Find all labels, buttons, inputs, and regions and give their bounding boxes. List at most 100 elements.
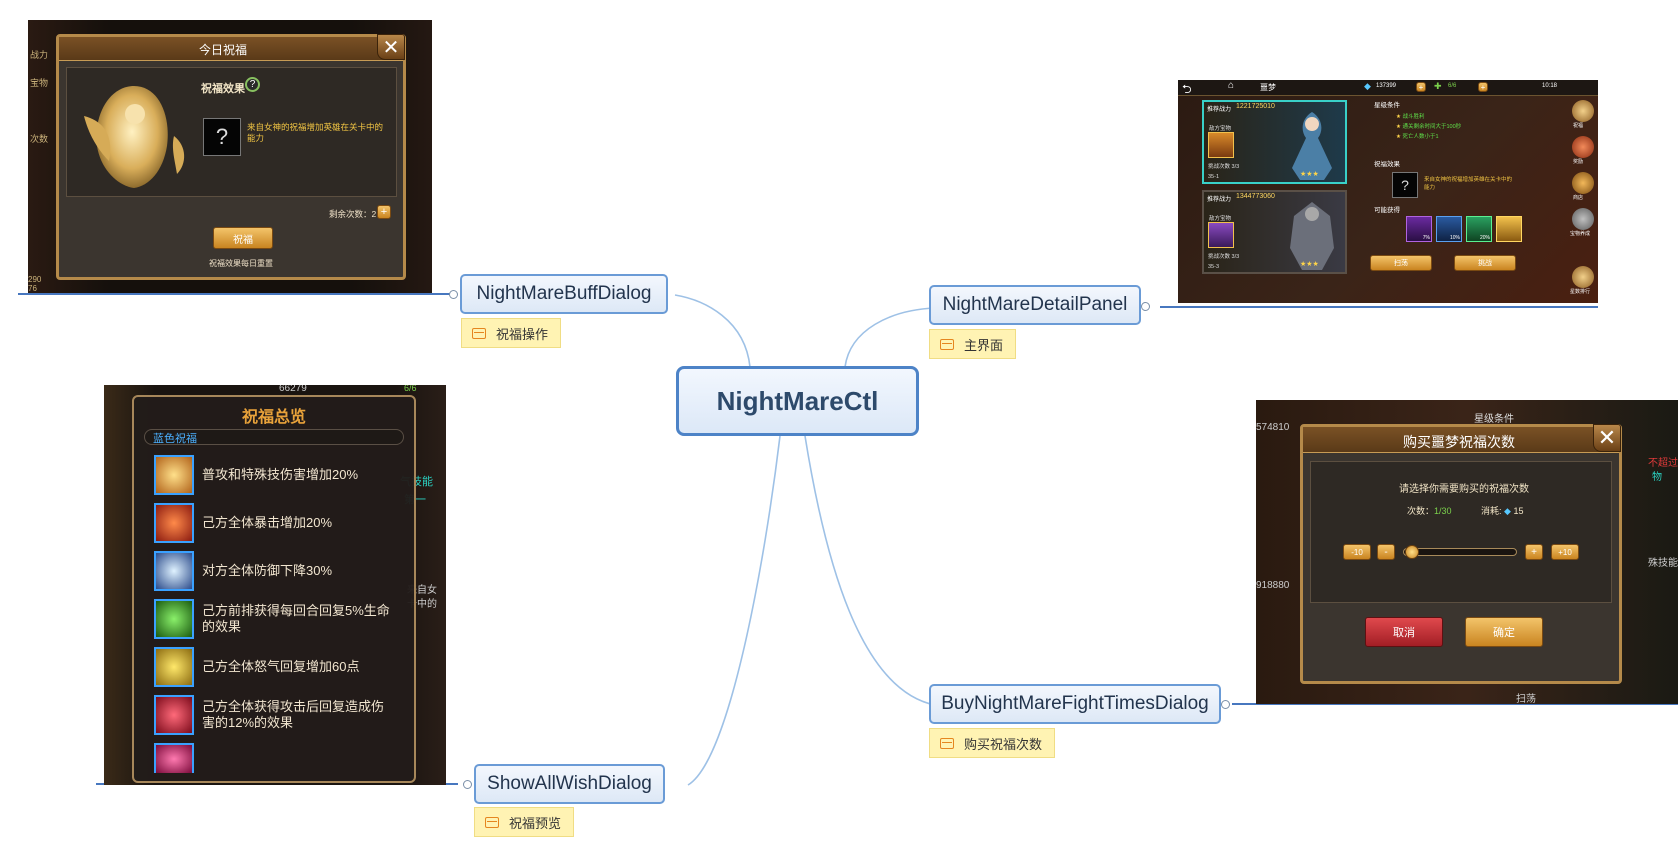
reward-menu-icon[interactable] bbox=[1572, 136, 1594, 158]
star-rating-icon: ★★★ bbox=[1300, 171, 1319, 178]
confirm-button[interactable]: 确定 bbox=[1465, 617, 1543, 647]
rage-buff-icon bbox=[154, 647, 194, 687]
bg-text: 星级条件 bbox=[1474, 414, 1514, 425]
bg-text: 来自女 bbox=[407, 585, 437, 596]
add-stamina-button[interactable]: + bbox=[1478, 82, 1488, 92]
add-gems-button[interactable]: + bbox=[1416, 82, 1426, 92]
reset-note: 祝福效果每日重置 bbox=[209, 259, 273, 268]
treasure-menu-icon[interactable] bbox=[1572, 208, 1594, 230]
panel-title: 噩梦 bbox=[1260, 83, 1276, 92]
confirm-label: 确定 bbox=[1493, 627, 1515, 639]
drop-item-2[interactable]: 10% bbox=[1436, 216, 1462, 242]
wish-menu-icon[interactable] bbox=[1572, 100, 1594, 122]
link-detail bbox=[844, 307, 936, 368]
collapse-toggle-all-wish[interactable] bbox=[463, 780, 472, 789]
home-icon[interactable]: ⌂ bbox=[1228, 80, 1235, 91]
stage-number: 35-3 bbox=[1208, 264, 1220, 270]
stage-number: 35-1 bbox=[1208, 174, 1220, 180]
top-bar bbox=[1178, 80, 1598, 96]
back-icon[interactable]: ⮌ bbox=[1182, 82, 1192, 96]
next-buff-icon bbox=[154, 743, 194, 773]
bg-text: 574810 bbox=[1256, 422, 1290, 433]
cost-line: 消耗: ◆ 15 bbox=[1481, 504, 1523, 517]
drop-item-4[interactable] bbox=[1496, 216, 1522, 242]
collapse-toggle-detail[interactable] bbox=[1141, 302, 1150, 311]
topic-night-mare-detail-panel[interactable]: NightMareDetailPanel bbox=[929, 285, 1141, 325]
fire-buff-icon bbox=[154, 503, 194, 543]
button-label: +10 bbox=[1558, 547, 1572, 557]
sword-buff-icon bbox=[154, 455, 194, 495]
heal-buff-icon bbox=[154, 599, 194, 639]
bg-text: 6/6 bbox=[404, 385, 417, 393]
condition-text: 通关剩余时间大于100秒 bbox=[1402, 124, 1462, 130]
menu-label: 奖励 bbox=[1573, 159, 1584, 165]
drop-item-3[interactable]: 20% bbox=[1466, 216, 1492, 242]
stage-card-2[interactable]: 推荐战力 1344773060 敌方宝物 挑战次数 3/3 35-3 ★★★ bbox=[1202, 190, 1347, 274]
buff-dialog-screenshot: 战力 宝物 次数 290 76 今日祝福 ✕ 祝福效果 ? ? 来自女神的祝福 bbox=[28, 20, 432, 293]
detail-panel-screenshot: ⮌ ⌂ 噩梦 ◆ 137399 + ✚ 6/6 + 10:18 推荐战力 122… bbox=[1178, 80, 1598, 303]
sweep-label: 扫荡 bbox=[1394, 260, 1408, 267]
condition-text: 战斗胜利 bbox=[1402, 114, 1425, 120]
plus-ten-button[interactable]: +10 bbox=[1551, 544, 1579, 560]
ranking-menu-icon[interactable] bbox=[1572, 266, 1594, 288]
star-conditions-title: 星级条件 bbox=[1374, 102, 1400, 109]
star-icon: ★ bbox=[1396, 134, 1403, 140]
dialog-title: 购买噩梦祝福次数 bbox=[1403, 434, 1515, 450]
bg-text: 宝物 bbox=[30, 78, 49, 88]
tries-count: 挑战次数 3/3 bbox=[1208, 164, 1240, 170]
drop-item-1[interactable]: 7% bbox=[1406, 216, 1432, 242]
count-line: 次数：1/30 bbox=[1407, 504, 1452, 517]
plus-button[interactable]: + bbox=[1525, 544, 1543, 560]
slider-knob[interactable] bbox=[1404, 545, 1419, 559]
wish-button[interactable]: 祝福 bbox=[213, 227, 273, 249]
power-value: 1344773060 bbox=[1236, 193, 1275, 200]
cost-label: 消耗: bbox=[1481, 506, 1502, 516]
mystery-buff-icon[interactable]: ? bbox=[1392, 172, 1418, 198]
condition-1: ★ 战斗胜利 bbox=[1396, 112, 1424, 120]
sweep-button[interactable]: 扫荡 bbox=[1370, 255, 1432, 271]
question-mark: ? bbox=[215, 124, 229, 149]
wish-button-label: 祝福 bbox=[233, 234, 253, 246]
link-buff bbox=[674, 294, 751, 368]
count-label: 次数： bbox=[1407, 506, 1435, 516]
lifesteal-buff-icon bbox=[154, 695, 194, 735]
wish-item-text: 普攻和特殊技伤害增加20% bbox=[202, 467, 359, 482]
note-icon bbox=[940, 338, 954, 350]
shop-menu-icon[interactable] bbox=[1572, 172, 1594, 194]
central-node[interactable]: NightMareCtl bbox=[676, 366, 919, 436]
note-text: 祝福预览 bbox=[509, 815, 562, 831]
note-icon bbox=[472, 327, 486, 339]
purchase-panel: 请选择你需要购买的祝福次数 次数：1/30 消耗: ◆ 15 -10 - + +… bbox=[1310, 461, 1612, 603]
topic-show-all-wish-dialog[interactable]: ShowAllWishDialog bbox=[474, 764, 665, 804]
add-times-button[interactable]: + bbox=[377, 205, 391, 219]
cancel-button[interactable]: 取消 bbox=[1365, 617, 1443, 647]
bg-text: 66279 bbox=[279, 385, 307, 394]
help-icon[interactable]: ? bbox=[245, 77, 260, 92]
quantity-slider[interactable] bbox=[1403, 545, 1517, 559]
topic-buy-night-mare-fight-times-dialog[interactable]: BuyNightMareFightTimesDialog bbox=[929, 684, 1221, 724]
collapse-toggle-buy[interactable] bbox=[1221, 700, 1230, 709]
note-icon bbox=[485, 816, 499, 828]
mystery-buff-icon: ? bbox=[203, 118, 241, 156]
power-label: 推荐战力 bbox=[1207, 197, 1232, 203]
stamina-count: 6/6 bbox=[1448, 83, 1457, 89]
bg-text: 战力 bbox=[30, 50, 49, 60]
challenge-button[interactable]: 挑战 bbox=[1454, 255, 1516, 271]
prompt-text: 请选择你需要购买的祝福次数 bbox=[1399, 484, 1529, 495]
menu-label: 星数排行 bbox=[1570, 289, 1591, 295]
goddess-emblem-icon bbox=[84, 86, 185, 188]
close-icon[interactable]: ✕ bbox=[377, 34, 405, 60]
button-label: -10 bbox=[1351, 547, 1363, 557]
minus-button[interactable]: - bbox=[1377, 544, 1395, 560]
dialog-title: 今日祝福 bbox=[199, 43, 248, 57]
bg-text: 290 bbox=[28, 275, 42, 284]
close-icon[interactable]: ✕ bbox=[1593, 424, 1621, 452]
star-rating-icon: ★★★ bbox=[1300, 261, 1319, 268]
hero-portrait-icon bbox=[1292, 112, 1332, 180]
stage-card-1[interactable]: 推荐战力 1221725010 敌方宝物 挑战次数 3/3 35-1 ★★★ bbox=[1202, 100, 1347, 184]
collapse-toggle-buff[interactable] bbox=[449, 290, 458, 299]
plus-label: + bbox=[380, 206, 388, 218]
topic-night-mare-buff-dialog[interactable]: NightMareBuffDialog bbox=[460, 274, 668, 314]
minus-ten-button[interactable]: -10 bbox=[1343, 544, 1371, 560]
